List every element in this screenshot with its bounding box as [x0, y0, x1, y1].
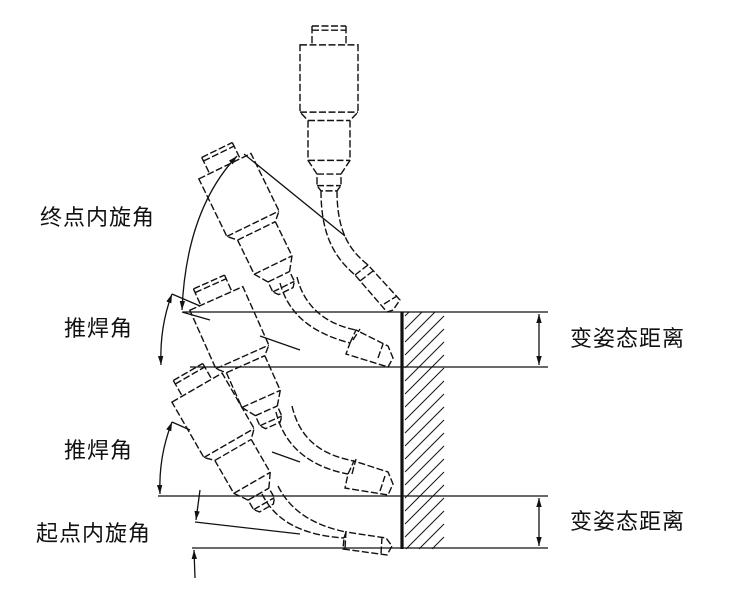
push-weld-angle-arc-upper [157, 293, 173, 366]
label-push-weld-angle-lower: 推焊角 [64, 439, 134, 464]
hatch-line [404, 311, 436, 343]
start-angle-arrow-top [194, 489, 201, 521]
torch-start-position [162, 356, 393, 556]
label-pose-change-distance-lower: 变姿态距离 [570, 510, 686, 535]
hatch-line [418, 523, 445, 550]
start-angle-leader-line [194, 521, 301, 535]
label-pose-change-distance-upper: 变姿态距离 [570, 327, 686, 352]
hatch-line [404, 406, 445, 447]
push-angle-leader-upper [259, 335, 301, 351]
end-angle-tick [181, 311, 211, 321]
hatch-line [404, 458, 445, 499]
push-angle-leader-lower [271, 451, 301, 463]
hatch-line [404, 484, 445, 525]
hatch-line [404, 341, 445, 382]
hatch-line [404, 432, 445, 473]
hatch-line [404, 393, 445, 434]
workpiece [400, 311, 445, 550]
hatch-line [431, 536, 445, 550]
hatch-line [404, 367, 445, 408]
hatch-line [404, 419, 445, 460]
torch-end-position [190, 136, 394, 368]
start-angle-arrow-bottom [191, 549, 198, 579]
label-start-inner-rotation-angle: 起点内旋角 [36, 522, 152, 547]
hatch-line [404, 380, 445, 421]
label-end-inner-rotation-angle: 终点内旋角 [40, 206, 156, 231]
hatch-line [404, 354, 445, 395]
end-inner-rotation-arc [179, 155, 238, 311]
hatch-line [404, 328, 445, 369]
torch-middle-position [181, 269, 394, 496]
hatch-line [404, 315, 445, 356]
hatch-line [404, 445, 445, 486]
label-push-weld-angle-upper: 推焊角 [64, 317, 134, 342]
push-angle-tick-lower [171, 421, 191, 431]
workpiece-hatching [404, 311, 445, 550]
push-angle-tick-upper [171, 293, 201, 307]
hatch-line [404, 497, 445, 538]
hatch-line [404, 471, 445, 512]
end-angle-leader-line [243, 153, 346, 237]
hatch-line [404, 311, 423, 330]
hatch-line [405, 510, 445, 550]
push-weld-angle-arc-lower [156, 421, 173, 495]
reference-lines [158, 311, 548, 549]
hatch-line [404, 311, 410, 317]
torch-vertical [299, 25, 401, 313]
